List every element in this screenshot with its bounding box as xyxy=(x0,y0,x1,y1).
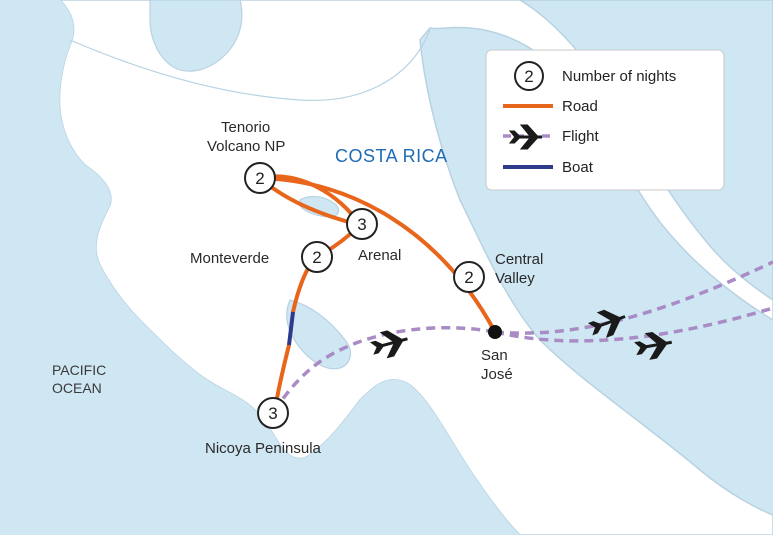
ocean-label-line1: PACIFIC xyxy=(52,362,106,378)
legend-nights-label: Number of nights xyxy=(562,68,676,85)
night-marker-tenorio: 2 xyxy=(244,162,276,194)
place-label-central-line2: Valley xyxy=(495,270,535,287)
night-count-tenorio: 2 xyxy=(255,169,264,188)
night-count-nicoya: 3 xyxy=(268,404,277,423)
night-marker-nicoya: 3 xyxy=(257,397,289,429)
legend: 2 Number of nights Road Flight Boat xyxy=(485,49,725,191)
place-label-tenorio-line1: Tenorio xyxy=(221,119,270,136)
night-count-monteverde: 2 xyxy=(312,248,321,267)
legend-item-road: Road xyxy=(503,98,598,115)
legend-item-flight: Flight xyxy=(503,124,600,150)
place-label-sanjose-line1: San xyxy=(481,347,508,364)
place-label-sanjose-line2: José xyxy=(481,366,513,383)
ocean-label-line2: OCEAN xyxy=(52,380,102,396)
legend-item-boat: Boat xyxy=(503,159,594,176)
night-marker-central-valley: 2 xyxy=(453,261,485,293)
road-tenorio-sanjose xyxy=(258,176,497,334)
border-line xyxy=(69,29,431,102)
night-count-arenal: 3 xyxy=(357,215,366,234)
legend-item-nights: 2 Number of nights xyxy=(514,61,676,91)
airplane-icon xyxy=(587,309,626,338)
flight-route-sanjose-nicoya xyxy=(273,325,496,411)
lake-arenal xyxy=(299,195,340,218)
place-label-nicoya: Nicoya Peninsula xyxy=(205,440,322,457)
place-label-monteverde: Monteverde xyxy=(190,250,269,267)
legend-flight-label: Flight xyxy=(562,128,600,145)
place-label-tenorio-line2: Volcano NP xyxy=(207,138,285,155)
gulf-of-nicoya xyxy=(286,299,352,370)
airplane-icon xyxy=(369,330,408,359)
legend-nights-number: 2 xyxy=(524,67,533,86)
night-count-central-valley: 2 xyxy=(464,268,473,287)
pacific-sea xyxy=(0,0,520,535)
legend-road-label: Road xyxy=(562,98,598,115)
flight-route-out-2 xyxy=(494,306,773,343)
place-label-arenal: Arenal xyxy=(358,247,401,264)
country-label: COSTA RICA xyxy=(335,146,448,166)
night-marker-arenal: 3 xyxy=(346,208,378,240)
legend-boat-label: Boat xyxy=(562,159,594,176)
night-marker-monteverde: 2 xyxy=(301,241,333,273)
airplane-icon xyxy=(508,124,542,150)
boat-route xyxy=(287,311,295,346)
city-dot-icon xyxy=(488,325,502,339)
airplane-icon xyxy=(634,331,673,360)
place-label-central-line1: Central xyxy=(495,251,543,268)
lake-nicaragua xyxy=(149,0,243,72)
